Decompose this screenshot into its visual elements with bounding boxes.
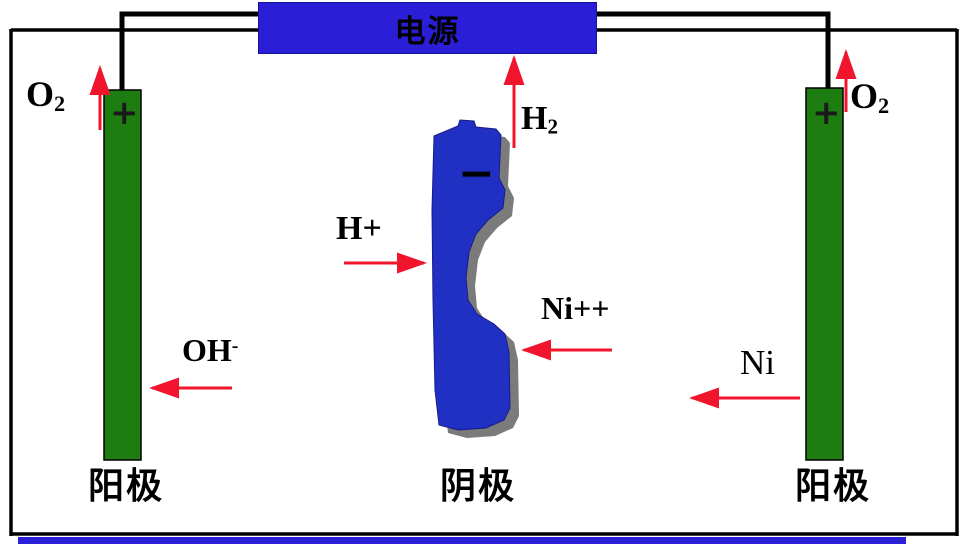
right-wire xyxy=(595,11,831,98)
oh-label: OH- xyxy=(182,334,238,366)
left-wire xyxy=(119,11,258,98)
left-anode-name: 阳极 xyxy=(88,465,165,506)
right-anode-name: 阳极 xyxy=(795,465,872,506)
o2-left-label: O2 xyxy=(26,76,65,115)
ni-ion-label: Ni++ xyxy=(541,290,610,326)
left-anode-plate xyxy=(103,89,142,461)
right-anode-polarity: + xyxy=(812,93,841,133)
o2-left-sub-text: 2 xyxy=(54,90,66,116)
o2-right-base-text: O xyxy=(850,76,879,116)
ni-metal-label: Ni xyxy=(740,343,775,382)
o2-right-label: O2 xyxy=(850,78,889,117)
tank-bottom-strip xyxy=(18,537,906,544)
cathode-object xyxy=(431,119,511,431)
h2-label: H2 xyxy=(521,102,558,138)
h2-base-text: H xyxy=(521,100,548,137)
power-supply-label: 电源 xyxy=(394,13,461,49)
o2-right-sub-text: 2 xyxy=(878,92,890,118)
oh-sup-text: - xyxy=(231,335,239,358)
oh-base-text: OH xyxy=(182,332,232,368)
cathode-polarity: − xyxy=(458,148,495,199)
o2-left-base-text: O xyxy=(26,74,55,114)
cathode-name: 阴极 xyxy=(440,465,517,506)
right-anode-plate xyxy=(805,87,844,461)
h-plus-label: H+ xyxy=(336,210,382,247)
power-supply-box: 电源 xyxy=(258,2,597,54)
h2-sub-text: 2 xyxy=(547,114,558,139)
left-anode-polarity: + xyxy=(110,93,139,133)
